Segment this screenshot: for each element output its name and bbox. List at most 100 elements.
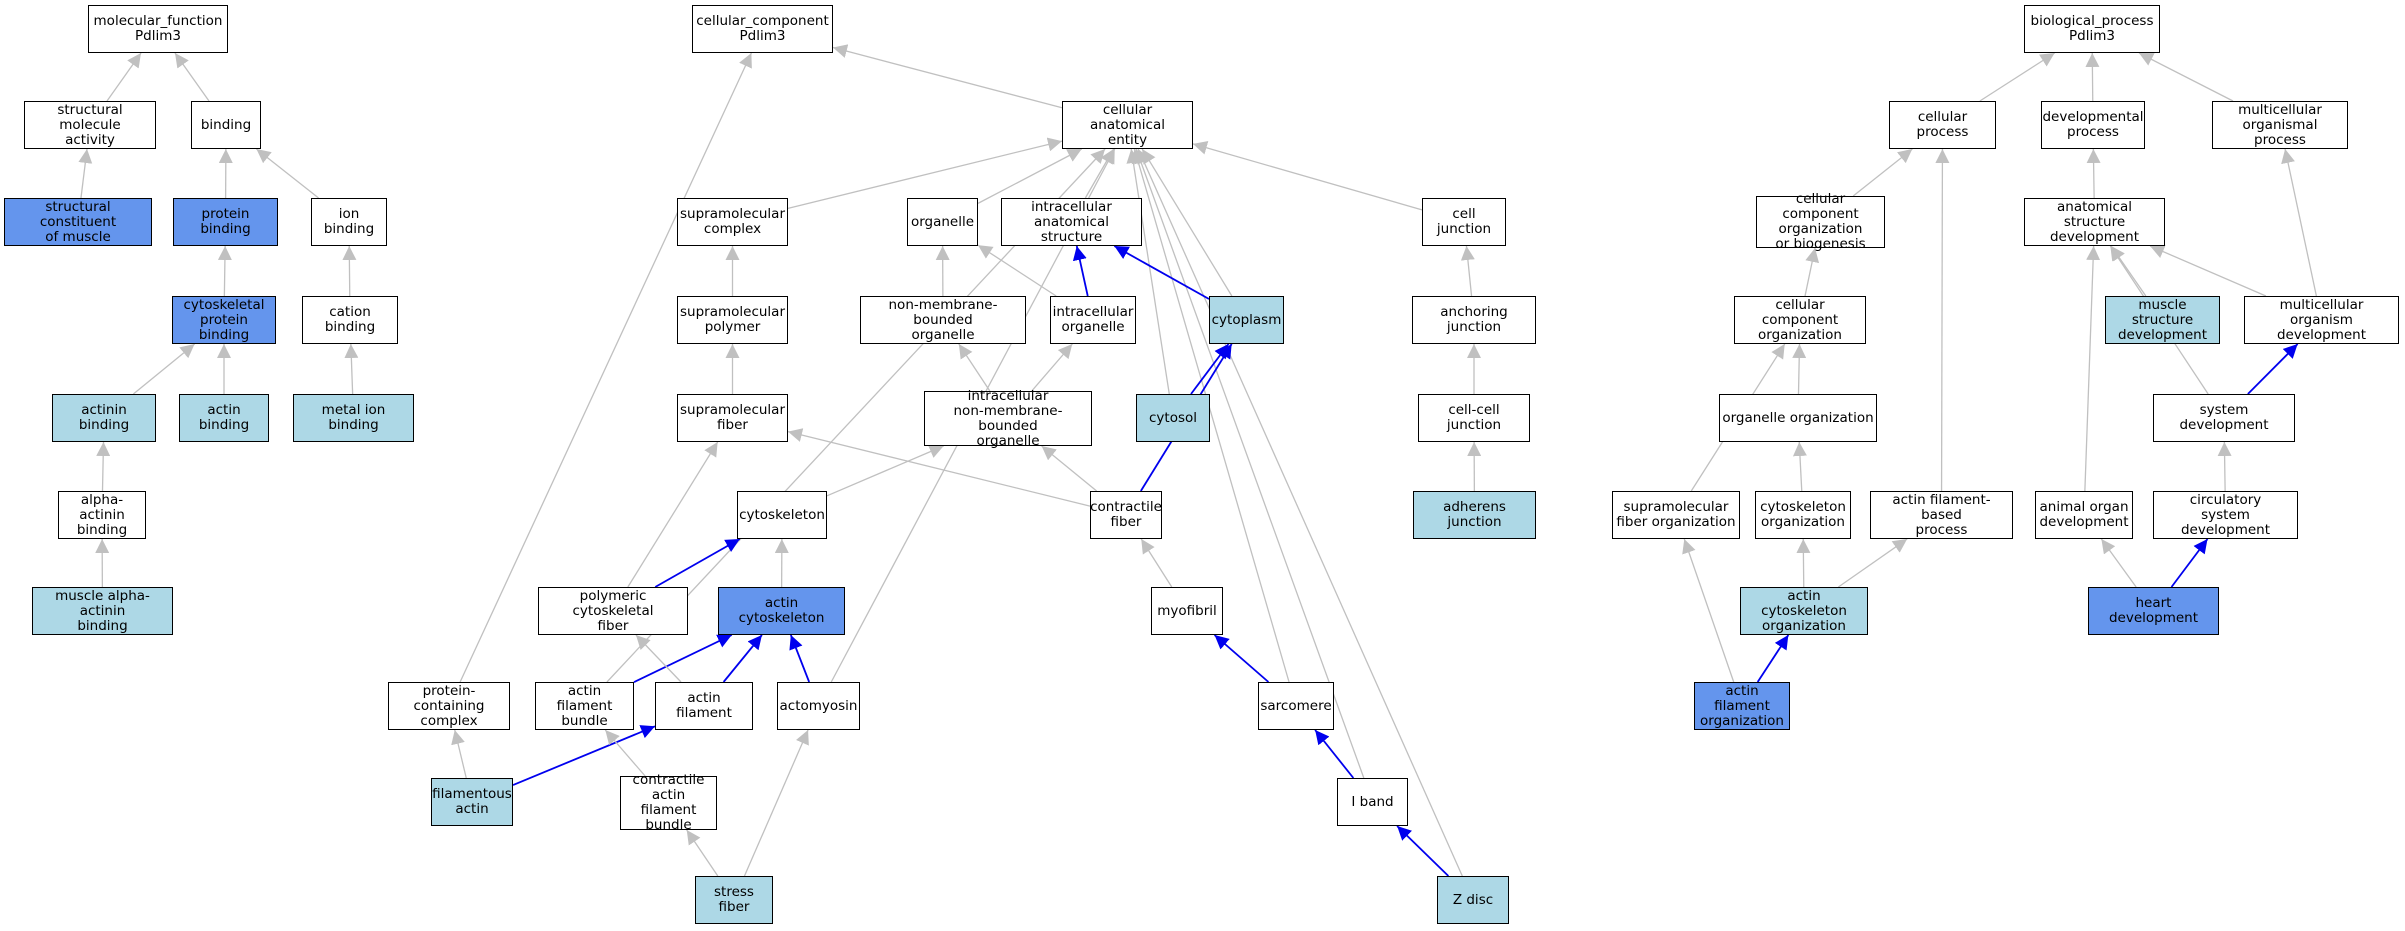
node-cellular-anatomical-entity: cellular anatomical entity <box>1062 101 1193 149</box>
node-cellular-component-root: cellular_component Pdlim3 <box>692 5 833 53</box>
edge-actinin_binding-to-cytoskeletal_protein_binding <box>132 343 196 395</box>
node-anatomical-structure-development: anatomical structure development <box>2024 198 2165 246</box>
edge-z_disc-to-cellular_anatomical_entity <box>1137 148 1463 877</box>
node-biological-process-root: biological_process Pdlim3 <box>2024 5 2160 53</box>
node-organelle: organelle <box>907 198 978 246</box>
edge-structural_molecule_activity-to-mf_root <box>106 52 142 102</box>
node-developmental-process: developmental process <box>2041 101 2145 149</box>
edge-supramolecular_complex-to-cellular_anatomical_entity <box>787 137 1063 210</box>
edge-cytosol-to-cellular_anatomical_entity <box>1126 148 1170 395</box>
node-cytoskeleton-organization: cytoskeleton organization <box>1755 491 1851 539</box>
edge-multicellular_organism_development-to-anatomical_structure_development <box>2149 245 2267 297</box>
edge-cytoplasm-to-intracellular_anatomical_structure <box>1113 245 1210 300</box>
node-cytoskeleton: cytoskeleton <box>737 491 827 539</box>
edge-actin_filament_organization-to-actin_cytoskeleton_organization <box>1756 634 1790 683</box>
node-cytoskeletal-protein-binding: cytoskeletal protein binding <box>172 296 276 344</box>
edge-cytoplasm-to-cellular_anatomical_entity <box>1141 148 1233 297</box>
node-molecular-function-root: molecular_function Pdlim3 <box>88 5 228 53</box>
edge-multicellular_organism_development-to-multicellular_organismal_process <box>2281 148 2318 297</box>
node-circulatory-system-development: circulatory system development <box>2153 491 2298 539</box>
edge-contractile_fiber-to-supramolecular_fiber <box>787 428 1091 507</box>
node-organelle-organization: organelle organization <box>1719 394 1877 442</box>
edge-stress_fiber-to-actomyosin <box>743 729 809 877</box>
edge-metal_ion_binding-to-cation_binding <box>344 343 359 395</box>
edge-organelle_organization-to-cellular_component_organization <box>1792 343 1807 395</box>
node-actomyosin: actomyosin <box>777 682 860 730</box>
node-cell-junction: cell junction <box>1422 198 1506 246</box>
node-actin-filament-based-process: actin filament-based process <box>1870 491 2013 539</box>
edge-sarcomere-to-myofibril <box>1213 634 1270 683</box>
node-heart-development: heart development <box>2088 587 2219 635</box>
node-binding: binding <box>191 101 261 149</box>
edge-cytoskeleton_organization-to-organelle_organization <box>1792 441 1807 492</box>
edge-contractile_fiber-to-intracellular_nmb_organelle <box>1041 445 1098 492</box>
edge-cellular_component_organization-to-ccob <box>1804 247 1820 297</box>
edge-sarcomere-to-cellular_anatomical_entity <box>1131 148 1290 683</box>
edge-actin_filament_organization-to-supramolecular_fiber_organization <box>1682 538 1735 683</box>
node-actin-binding: actin binding <box>179 394 269 442</box>
edge-ion_binding-to-binding <box>256 148 319 199</box>
node-multicellular-organism-development: multicellular organism development <box>2244 296 2399 344</box>
edge-myofibril-to-contractile_fiber <box>1140 538 1173 588</box>
edge-anatomical_structure_development-to-developmental_process <box>2086 148 2101 199</box>
node-muscle-alpha-actinin-binding: muscle alpha-actinin binding <box>32 587 173 635</box>
edge-i_band-to-sarcomere <box>1314 729 1355 779</box>
edge-developmental_process-to-bp_root <box>2085 52 2100 102</box>
edge-contractile_actin_filament_bundle-to-actin_filament_bundle <box>604 729 646 777</box>
edge-actin_filament_bundle-to-actin_cytoskeleton <box>633 634 733 683</box>
node-animal-organ-development: animal organ development <box>2035 491 2133 539</box>
edge-intracellular_organelle-to-organelle <box>977 244 1057 297</box>
edge-system_development-to-multicellular_organism_development <box>2247 343 2299 395</box>
node-structural-molecule-activity: structural molecule activity <box>24 101 156 149</box>
node-non-membrane-bounded-organelle: non-membrane-bounded organelle <box>860 296 1026 344</box>
node-filamentous-actin: filamentous actin <box>431 778 513 826</box>
node-actinin-binding: actinin binding <box>52 394 156 442</box>
node-stress-fiber: stress fiber <box>695 876 773 924</box>
edge-polymeric_cytoskeletal_fiber-to-cytoskeleton <box>654 538 741 588</box>
node-system-development: system development <box>2153 394 2295 442</box>
edge-circulatory_system_development-to-system_development <box>2217 441 2232 492</box>
node-cellular-component-organization-or-biogenesis: cellular component organization or bioge… <box>1756 192 1885 252</box>
edge-ccob-to-cellular_process <box>1852 148 1913 197</box>
edge-actin_filament_based_process-to-cellular_process <box>1935 148 1950 492</box>
node-actin-cytoskeleton-organization: actin cytoskeleton organization <box>1740 587 1868 635</box>
edge-cytoskeletal_protein_binding-to-protein_binding <box>217 245 232 297</box>
edge-actin_cytoskeleton_organization-to-cytoskeleton_organization <box>1796 538 1811 588</box>
edge-anchoring_junction-to-cell_junction <box>1460 245 1475 297</box>
node-z-disc: Z disc <box>1437 876 1509 924</box>
node-actin-cytoskeleton: actin cytoskeleton <box>718 587 845 635</box>
node-actin-filament-organization: actin filament organization <box>1694 682 1790 730</box>
edge-i_band-to-cellular_anatomical_entity <box>1134 148 1365 779</box>
edge-intracellular_nmb_organelle-to-non_membrane_bounded_organelle <box>958 343 991 392</box>
edge-binding-to-mf_root <box>174 52 210 102</box>
edge-polymeric_cytoskeletal_fiber-to-supramolecular_fiber <box>627 441 719 588</box>
node-polymeric-cytoskeletal-fiber: polymeric cytoskeletal fiber <box>538 587 688 635</box>
node-contractile-fiber: contractile fiber <box>1090 491 1162 539</box>
node-supramolecular-polymer: supramolecular polymer <box>677 296 788 344</box>
edge-cellular_process-to-bp_root <box>1979 52 2055 102</box>
node-protein-containing-complex: protein-containing complex <box>388 682 510 730</box>
node-cellular-component-organization: cellular component organization <box>1734 296 1866 344</box>
edge-actin_cytoskeleton_organization-to-actin_filament_based_process <box>1838 538 1908 588</box>
edge-actin_filament-to-polymeric_cytoskeletal_fiber <box>635 634 682 683</box>
node-protein-binding: protein binding <box>173 198 278 246</box>
node-adherens-junction: adherens junction <box>1413 491 1536 539</box>
edge-alpha_actinin_binding-to-actinin_binding <box>96 441 111 492</box>
node-muscle-structure-development: muscle structure development <box>2105 296 2220 344</box>
edge-z_disc-to-i_band <box>1396 825 1450 877</box>
node-supramolecular-complex: supramolecular complex <box>677 198 788 246</box>
edge-cellular_anatomical_entity-to-cc_root <box>832 44 1063 109</box>
node-intracellular-organelle: intracellular organelle <box>1050 296 1136 344</box>
node-contractile-actin-filament-bundle: contractile actin filament bundle <box>620 773 717 833</box>
node-actin-filament-bundle: actin filament bundle <box>535 682 634 730</box>
edge-cytoskeleton-to-intracellular_nmb_organelle <box>826 445 944 497</box>
edge-intracellular_organelle-to-intracellular_anatomical_structure <box>1072 245 1089 297</box>
edge-organelle-to-cellular_anatomical_entity <box>977 148 1083 204</box>
edge-filamentous_actin-to-actin_filament <box>512 725 656 786</box>
node-intracellular-anatomical-structure: intracellular anatomical structure <box>1001 198 1142 246</box>
edge-actomyosin-to-actin_cytoskeleton <box>789 634 810 683</box>
node-i-band: I band <box>1337 778 1408 826</box>
edge-structural_constituent_of_muscle-to-structural_molecule_activity <box>78 148 93 199</box>
node-supramolecular-fiber-organization: supramolecular fiber organization <box>1612 491 1740 539</box>
edge-muscle_structure_development-to-anatomical_structure_development <box>2110 245 2147 297</box>
